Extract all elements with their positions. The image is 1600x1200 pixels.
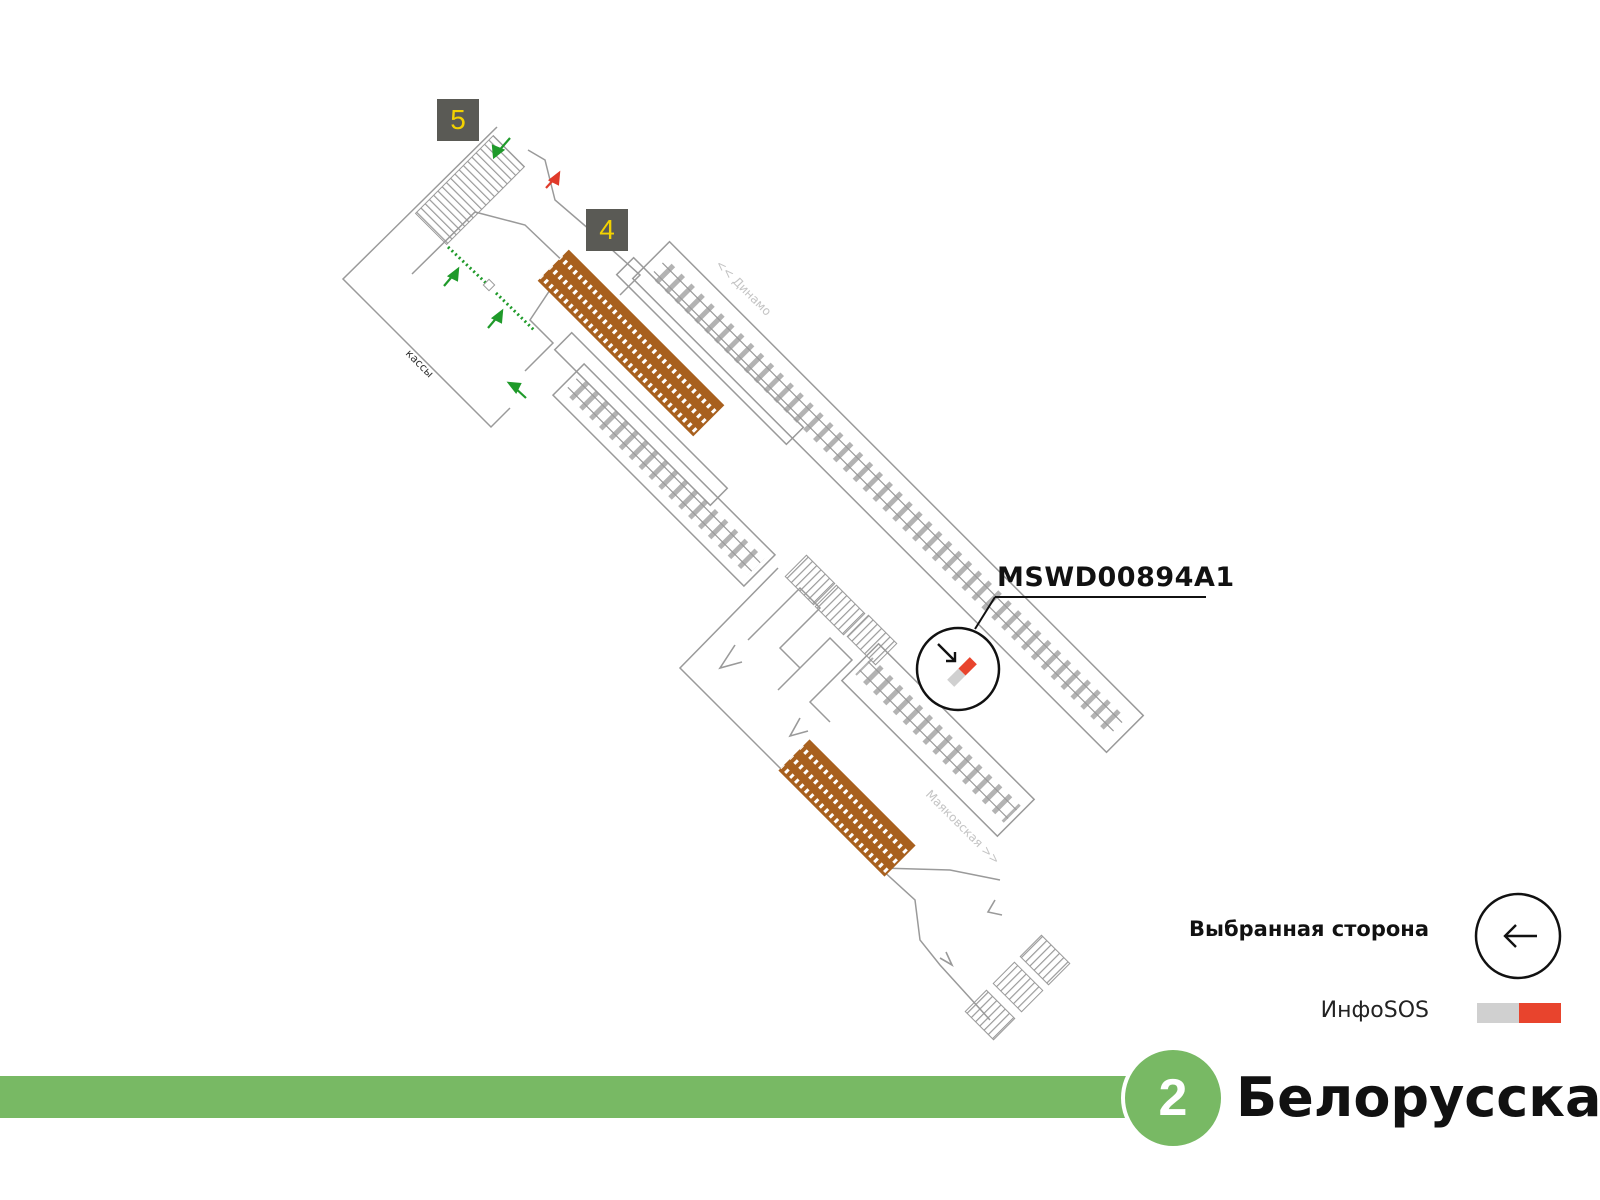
flow-arrow-red: [545, 170, 561, 189]
device-leader-line: [974, 596, 996, 630]
platform-strip-left: [553, 331, 729, 507]
line-number: 2: [1158, 1069, 1188, 1127]
exit-badge-5: 5: [437, 99, 479, 141]
flow-arrows-upper: [443, 137, 527, 399]
exit-number: 5: [450, 104, 466, 135]
transfer-hall-outline: [678, 567, 1001, 1021]
transfer-arrows: [718, 644, 1003, 967]
line-number-badge: 2: [1121, 1046, 1225, 1150]
stairs-transfer: [784, 554, 1071, 1041]
track-right: [631, 240, 1145, 754]
label-kassy: кассы: [403, 347, 436, 380]
station-name: Белорусская: [1236, 1066, 1600, 1129]
track-left: [551, 362, 777, 588]
legend-infosos-swatch: [1477, 1003, 1561, 1023]
escalator-lower: [778, 739, 916, 877]
exit-badge-4: 4: [586, 209, 628, 251]
platform-strip-right: [615, 256, 805, 446]
label-dinamo: << Динамо: [713, 257, 774, 318]
exit-number: 4: [599, 214, 615, 245]
metro-line-bar: [0, 1076, 1130, 1118]
turnstile-booth: [482, 278, 496, 292]
device-marker: [915, 626, 1001, 712]
device-id-label: MSWD00894A1: [997, 562, 1235, 593]
legend-selected-side-icon: [1474, 892, 1562, 980]
arrow-left-icon: [1503, 924, 1537, 948]
infosos-device-icon: [947, 657, 977, 687]
arrow-down-right-icon: [937, 643, 957, 663]
legend-selected-side-label: Выбранная сторона: [1188, 917, 1429, 941]
escalator-upper: [537, 249, 725, 437]
legend-infosos-label: ИнфоSOS: [1320, 998, 1429, 1023]
track-lower: [840, 642, 1036, 838]
stairs-exit-5: [414, 134, 526, 246]
turnstiles-upper: [446, 245, 537, 333]
